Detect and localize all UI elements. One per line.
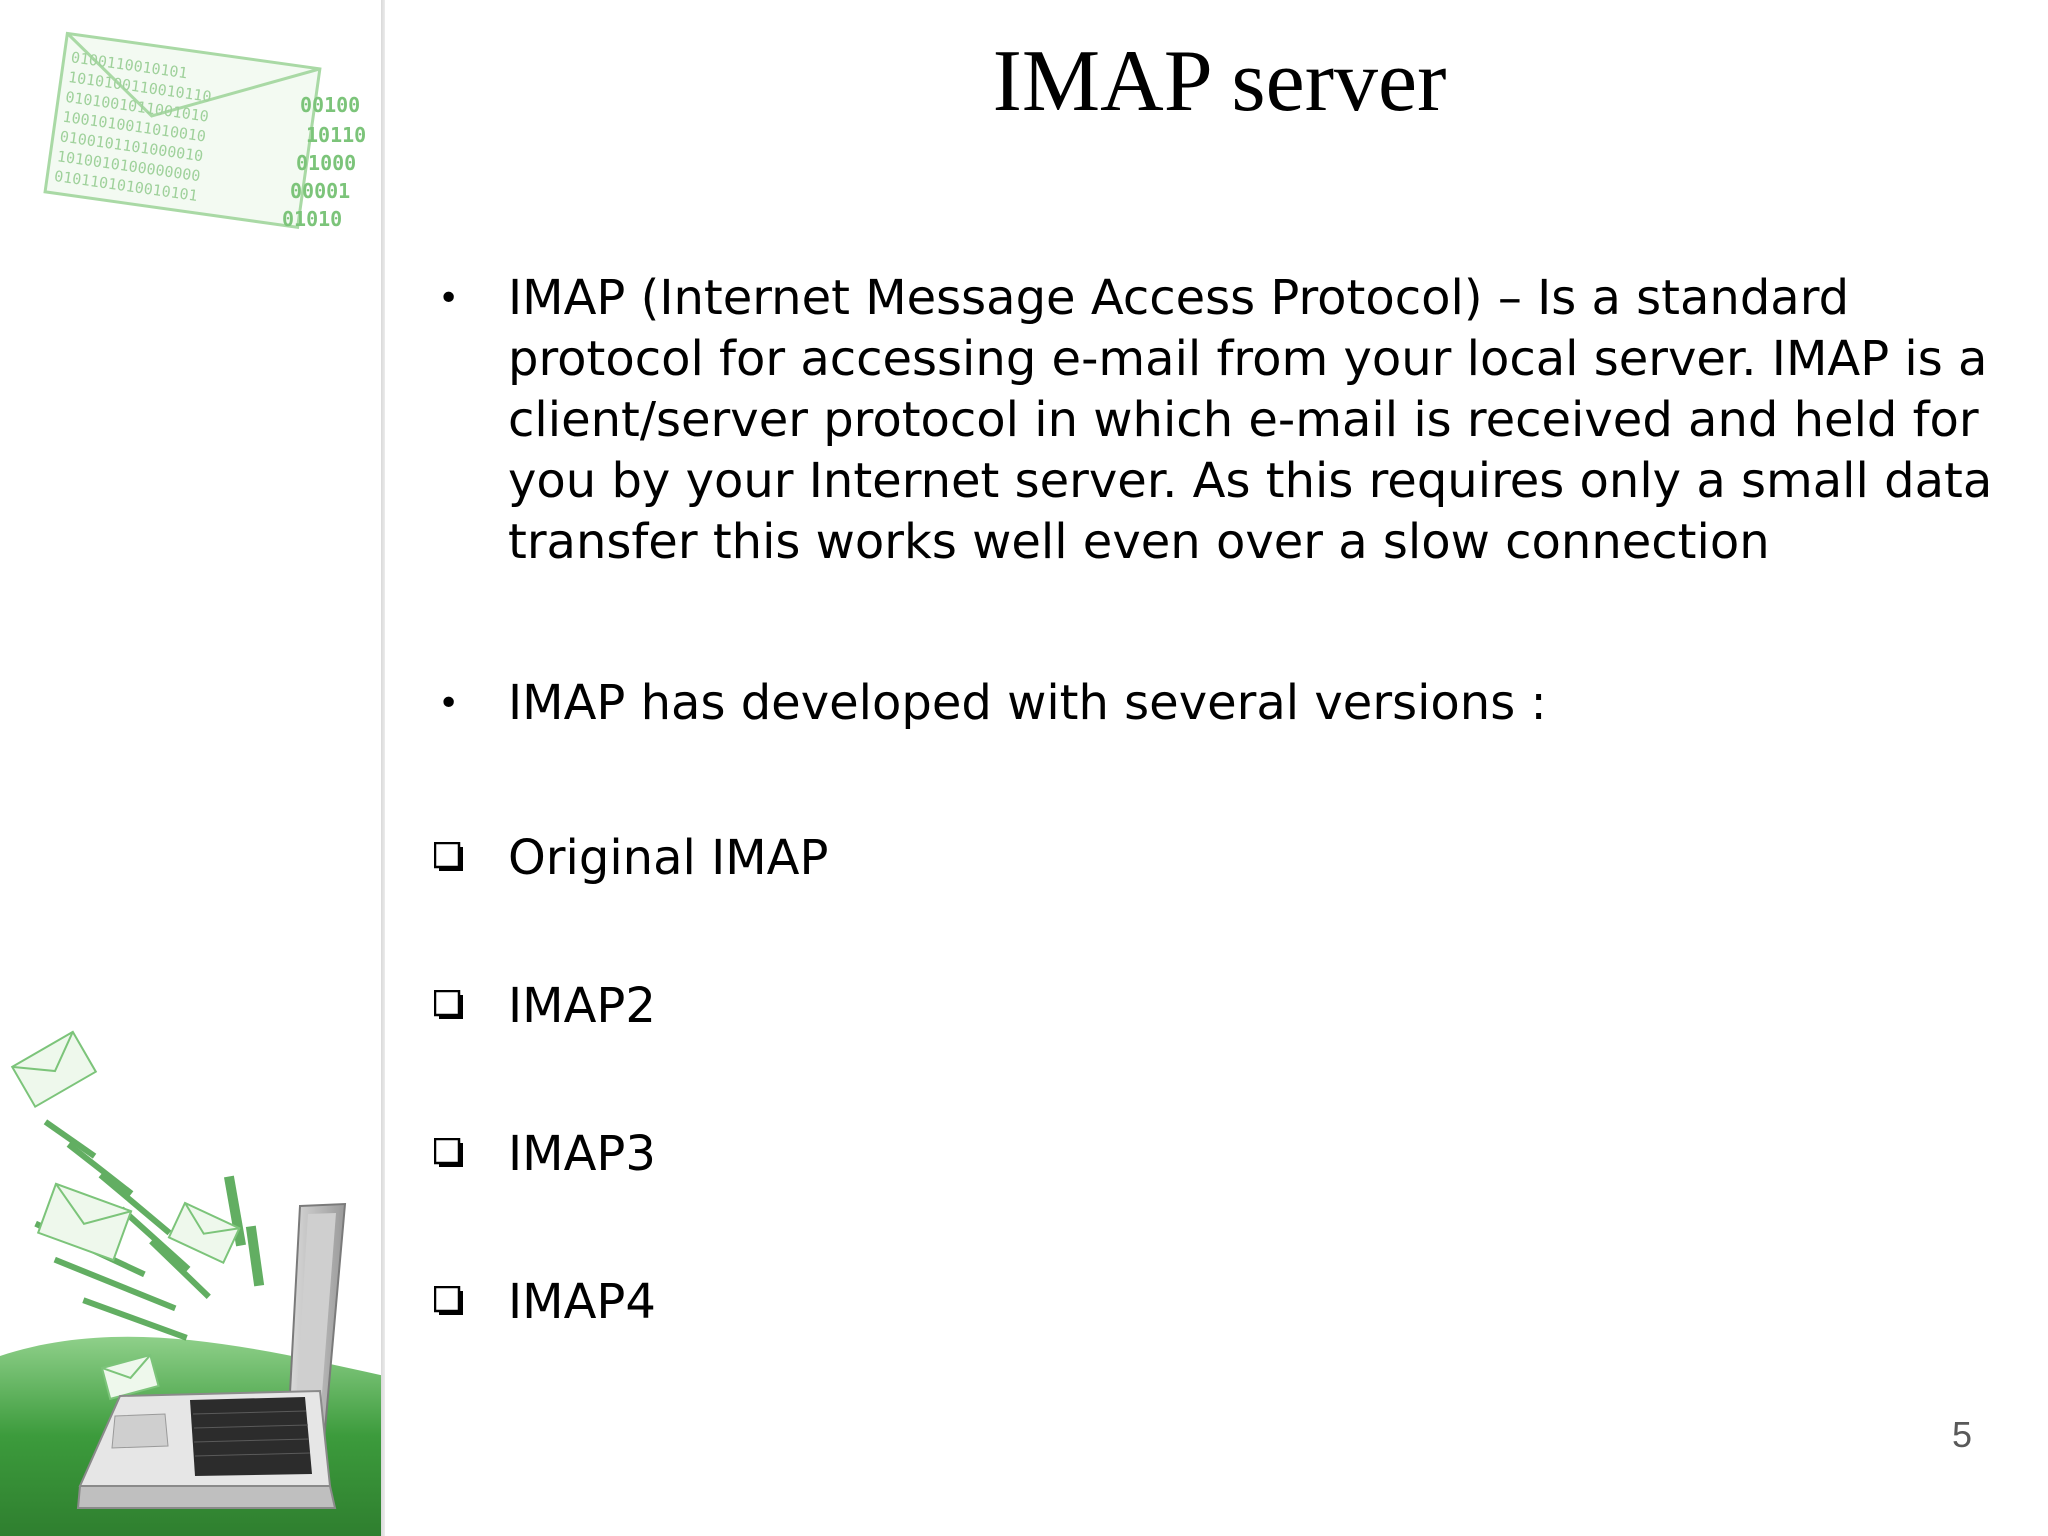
checkbox-icon [434,1286,463,1315]
version-list: Original IMAP IMAP2 IMAP3 [430,828,2020,1333]
version-label: IMAP4 [508,1274,656,1330]
slide-content: • IMAP (Internet Message Access Protocol… [430,268,2020,1420]
svg-text:00001: 00001 [290,179,350,203]
bullet-item: • IMAP has developed with several versio… [430,673,2020,734]
bullet-text: IMAP (Internet Message Access Protocol) … [508,270,1993,570]
slide-title: IMAP server [992,33,1447,130]
version-item: IMAP4 [430,1272,2020,1333]
svg-text:01000: 01000 [296,151,356,175]
version-label: IMAP2 [508,978,656,1034]
bullet-marker: • [438,683,460,724]
version-item: Original IMAP [430,828,2020,889]
checkbox-icon [434,990,463,1019]
checkbox-icon [434,1138,463,1167]
svg-text:10110: 10110 [306,123,366,147]
bullet-item: • IMAP (Internet Message Access Protocol… [430,268,2020,573]
svg-text:00100: 00100 [300,93,360,117]
svg-text:01010: 01010 [282,207,342,231]
envelope-binary-icon: 0100110010101 1010100110010110 010100101… [43,31,366,231]
version-item: IMAP2 [430,976,2020,1037]
checkbox-icon [434,842,463,871]
bullet-marker: • [438,278,460,319]
page-number: 5 [1951,1414,1972,1455]
version-label: IMAP3 [508,1126,656,1182]
version-label: Original IMAP [508,830,829,886]
sidebar-divider [381,0,385,1536]
laptop-email-illustration [0,1030,385,1536]
bullet-text: IMAP has developed with several versions… [508,675,1547,731]
version-item: IMAP3 [430,1124,2020,1185]
sidebar-decoration: 0100110010101 1010100110010110 010100101… [0,0,385,1536]
